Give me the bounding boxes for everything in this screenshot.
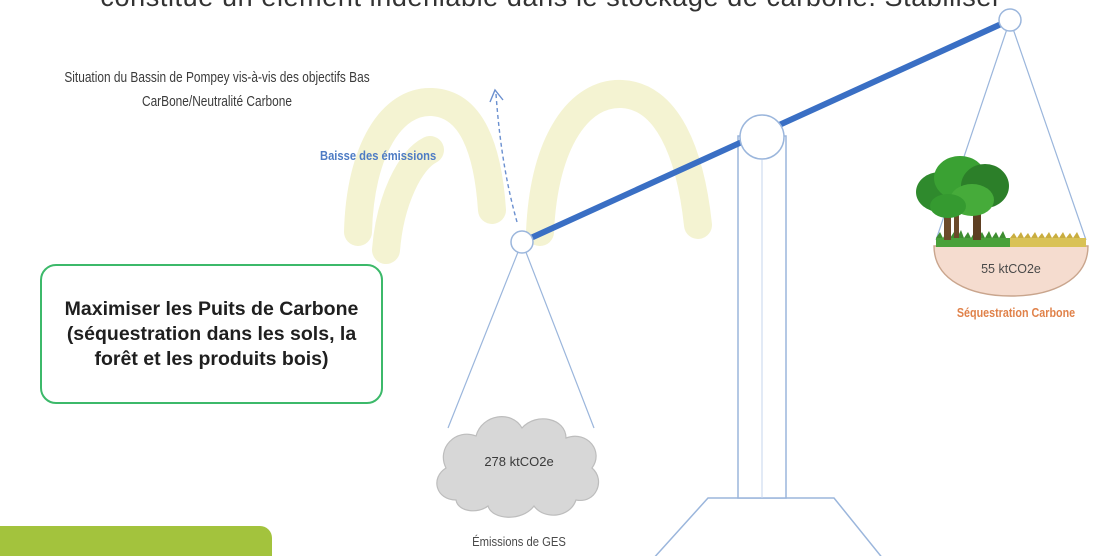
ghg-emissions-label: Émissions de GES xyxy=(472,535,566,549)
carbon-sinks-callout-text: Maximiser les Puits de Carbone (séquestr… xyxy=(64,297,359,370)
sequestration-pan xyxy=(933,245,1089,297)
left-pan-strings xyxy=(447,241,595,429)
emissions-drop-label: Baisse des émissions xyxy=(320,148,437,163)
green-tab-shape xyxy=(0,526,272,556)
watermark-logo xyxy=(344,80,712,264)
right-hanger-ring xyxy=(998,8,1022,32)
grass-strip xyxy=(936,230,1086,247)
carbon-sinks-callout: Maximiser les Puits de Carbone (séquestr… xyxy=(40,264,383,404)
sequestration-label: Séquestration Carbone xyxy=(956,306,1076,320)
sequestration-value: 55 ktCO2e xyxy=(981,262,1041,276)
dashed-arrow-icon xyxy=(489,88,518,223)
diagram-title-line-2: CarBone/Neutralité Carbone xyxy=(141,94,293,110)
diagram-title: Situation du Bassin de Pompey vis-à-vis … xyxy=(28,66,407,114)
left-hanger-ring xyxy=(510,230,534,254)
diagram-title-line-1: Situation du Bassin de Pompey vis-à-vis … xyxy=(64,70,370,86)
header-partial-text: constitue un élément indéniable dans le … xyxy=(0,0,1102,13)
trees-icon xyxy=(916,156,1009,240)
ghg-emissions-value: 278 ktCO2e xyxy=(484,454,554,469)
scale-base xyxy=(654,497,882,556)
cloud-icon xyxy=(436,416,600,518)
scale-pivot xyxy=(739,114,785,160)
